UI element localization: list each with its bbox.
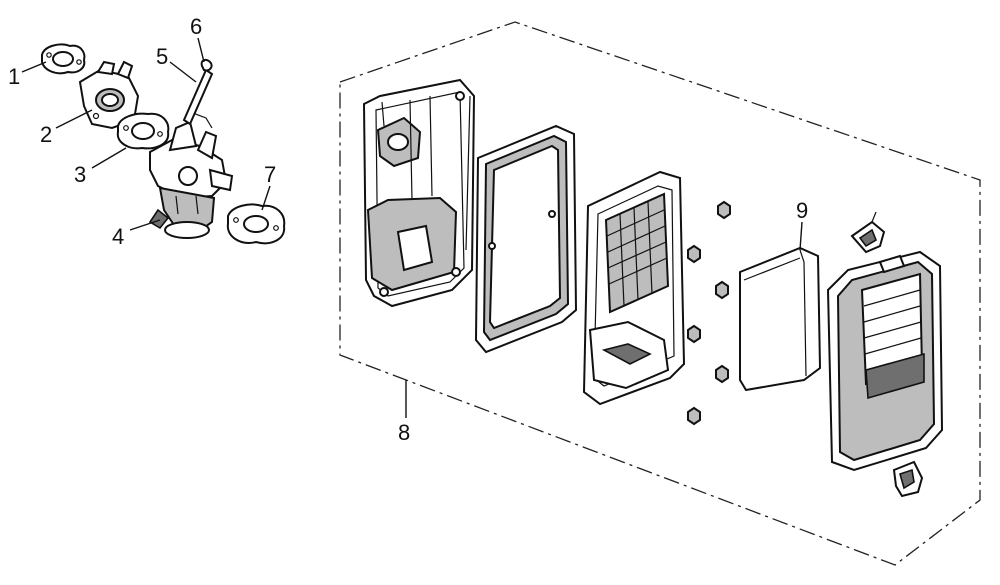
hose-5-icon [182,68,214,126]
assembly-boundary [339,21,981,566]
filter-element-9-icon [739,246,822,392]
callout-7: 7 [264,162,276,187]
gasket-3-icon [116,112,170,150]
nut-icons [687,200,731,426]
clip-6-icon [200,58,213,72]
top-clip-icon [850,211,886,254]
callout-6: 6 [190,14,202,39]
insulator-2-icon [78,60,140,130]
callout-3: 3 [74,162,86,187]
seal-frame-icon [474,124,578,354]
callout-4: 4 [112,224,124,249]
carburetor-4-icon [148,111,234,239]
grid-housing-icon [582,170,686,406]
gasket-1-icon [41,43,86,75]
callout-labels: 1 2 3 4 5 6 7 8 9 [8,14,808,445]
callout-8: 8 [398,420,410,445]
callout-1: 1 [8,64,20,89]
air-cleaner-cover-icon [826,250,944,472]
callout-2: 2 [40,122,52,147]
air-cleaner-base-icon [362,78,476,308]
bottom-clip-icon [892,460,924,498]
callout-5: 5 [156,44,168,69]
leader-lines [21,37,803,418]
callout-9: 9 [796,198,808,223]
grid-filter-mesh [604,192,670,314]
gasket-7-icon [226,203,286,245]
